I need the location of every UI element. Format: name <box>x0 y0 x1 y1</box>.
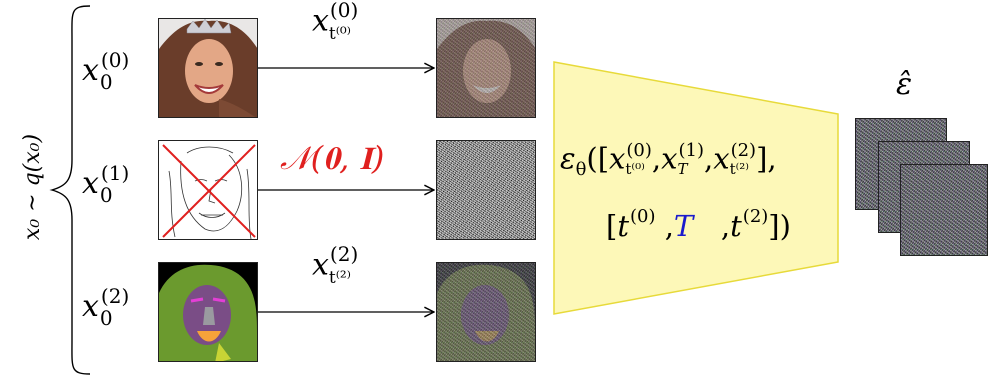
pure-noise-image <box>436 140 536 240</box>
sketch-input-crossed <box>158 140 258 240</box>
row-label-0: x(0)0 <box>82 48 130 94</box>
segmentation-mask-input <box>158 262 258 362</box>
noise-distribution-label: 𝒩(𝟎, 𝐈) <box>280 139 385 177</box>
arrow-label-0: x(0)t⁽⁰⁾ <box>312 0 359 44</box>
face-photo-input <box>158 18 258 118</box>
noisy-mask-image <box>436 262 536 362</box>
left-brace <box>49 5 91 375</box>
network-expression-line1: εθ([x(0)t⁽⁰⁾,x(1)T,x(2)t⁽²⁾], <box>560 140 777 180</box>
brace-graphic <box>49 5 91 375</box>
arrow-label-2: x(2)t⁽²⁾ <box>312 242 359 288</box>
output-noise-stack-3 <box>900 164 988 256</box>
network-expression-line2: [t(0) ,T ,t(2)]) <box>606 206 791 243</box>
noise-overlay <box>437 19 535 117</box>
noise-overlay <box>437 263 535 361</box>
row-label-2: x(2)0 <box>82 284 130 330</box>
row-label-1: x(1)0 <box>82 161 130 207</box>
noisy-face-image <box>436 18 536 118</box>
output-epsilon-hat-label: ε̂ <box>896 67 913 102</box>
denoising-network-shape <box>553 61 839 315</box>
